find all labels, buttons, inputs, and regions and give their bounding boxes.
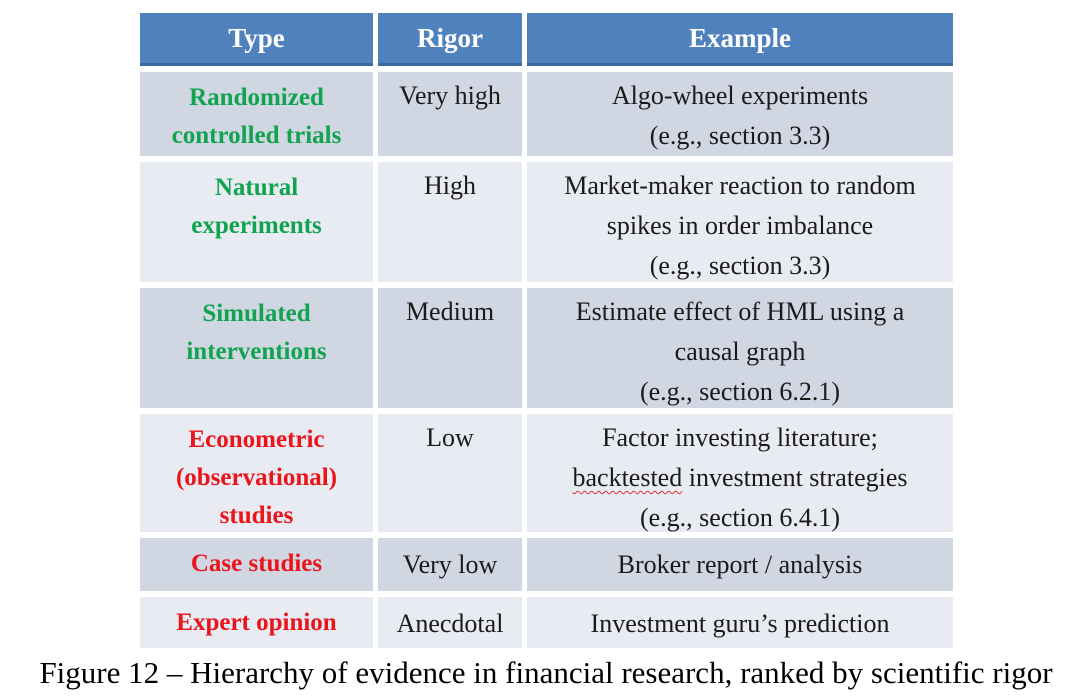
example-cell-hml-causal-graph: Estimate effect of HML using a causal gr…	[527, 288, 953, 408]
rigor-cell-very-high: Very high	[378, 72, 522, 156]
rigor-cell-low: Low	[378, 414, 522, 532]
example-cell-algo-wheel: Algo-wheel experiments (e.g., section 3.…	[527, 72, 953, 156]
example-cell-broker-report: Broker report / analysis	[527, 538, 953, 591]
header-cell-rigor: Rigor	[378, 13, 522, 66]
rigor-cell-high: High	[378, 162, 522, 282]
evidence-table: Type Rigor Example Randomized controlled…	[140, 13, 953, 648]
figure-caption: Figure 12 – Hierarchy of evidence in fin…	[39, 655, 1053, 690]
example-cell-market-maker: Market-maker reaction to random spikes i…	[527, 162, 953, 282]
type-cell-case-studies: Case studies	[140, 538, 373, 591]
example-text-pre: Factor investing literature;	[602, 423, 878, 452]
header-cell-example: Example	[527, 13, 953, 66]
type-cell-natural-experiments: Natural experiments	[140, 162, 373, 282]
rigor-cell-very-low: Very low	[378, 538, 522, 591]
example-cell-guru-prediction: Investment guru’s prediction	[527, 597, 953, 648]
type-cell-econometric-studies: Econometric (observational) studies	[140, 414, 373, 532]
type-cell-randomized-controlled-trials: Randomized controlled trials	[140, 72, 373, 156]
rigor-cell-anecdotal: Anecdotal	[378, 597, 522, 648]
type-cell-expert-opinion: Expert opinion	[140, 597, 373, 648]
type-cell-simulated-interventions: Simulated interventions	[140, 288, 373, 408]
example-cell-factor-investing: Factor investing literature; backtested …	[527, 414, 953, 532]
header-cell-type: Type	[140, 13, 373, 66]
rigor-cell-medium: Medium	[378, 288, 522, 408]
example-text-post: investment strategies (e.g., section 6.4…	[639, 463, 908, 532]
misspelled-word: backtested	[572, 463, 683, 492]
